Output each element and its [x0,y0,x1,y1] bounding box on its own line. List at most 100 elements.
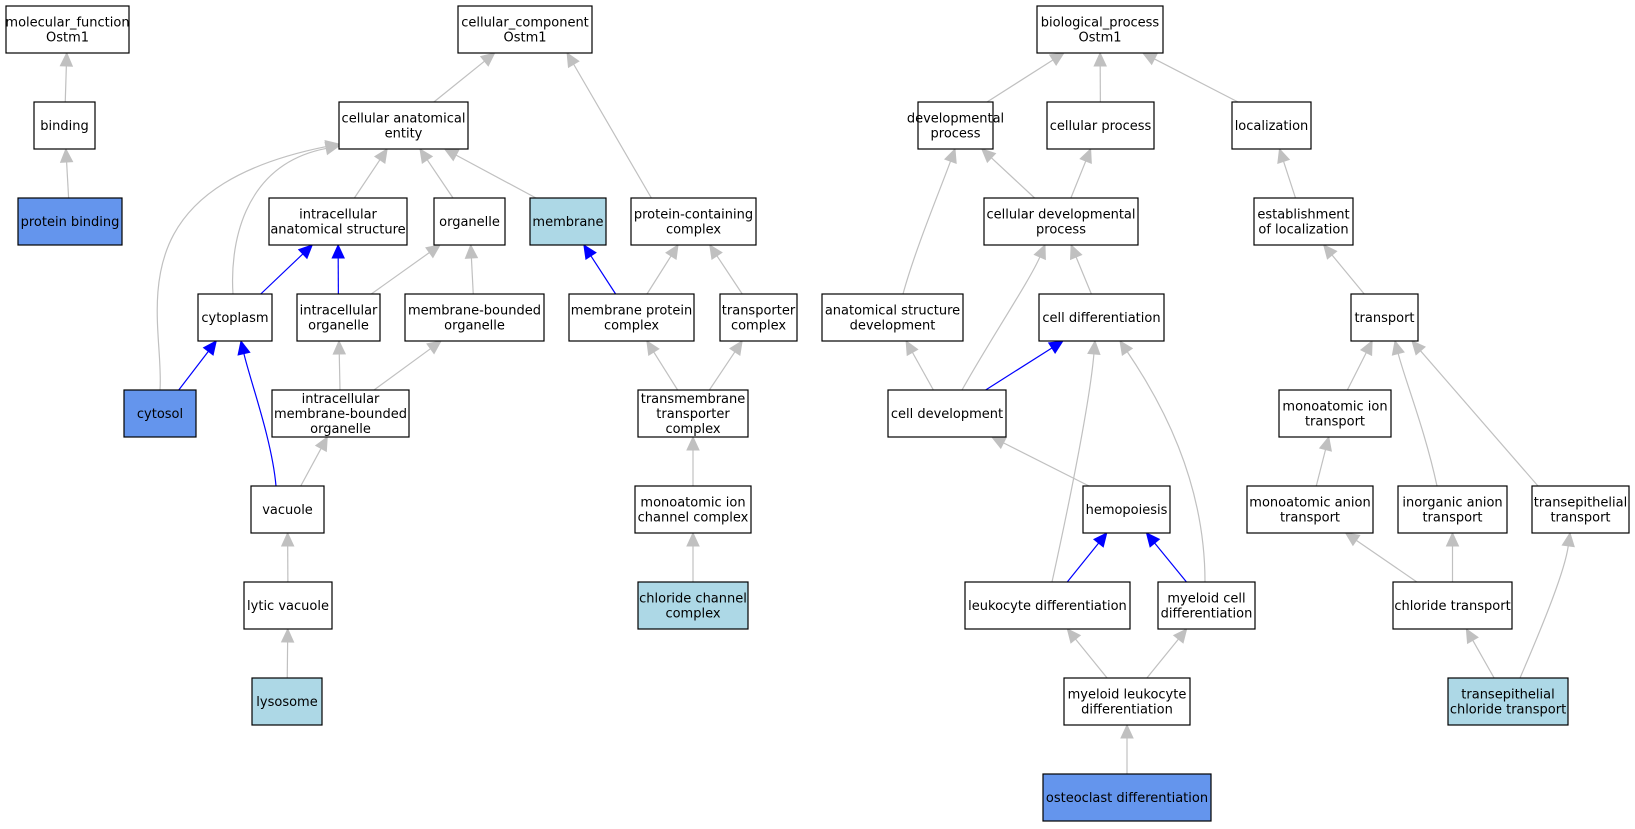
node-box[interactable] [17,197,123,246]
node-box[interactable] [887,389,1007,438]
node-box[interactable] [271,389,410,438]
node-box[interactable] [404,293,545,342]
edge-line [1472,640,1495,679]
edge-arrowhead [419,148,434,164]
node-box[interactable] [719,293,798,342]
node-box[interactable] [457,5,593,54]
node-label: establishment [1257,208,1349,223]
node-lysosome[interactable]: lysosome [251,677,323,726]
node-hemo[interactable]: hemopoiesis [1082,485,1171,534]
node-box[interactable] [964,581,1131,630]
node-box[interactable] [568,293,695,342]
node-cytoplasm[interactable]: cytoplasm [197,293,273,342]
node-box[interactable] [1447,677,1569,726]
node-box[interactable] [33,101,96,150]
node-box[interactable] [983,197,1139,246]
node-transport[interactable]: transport [1350,293,1419,342]
node-box[interactable] [917,101,994,150]
node-label: membrane-bounded [274,407,407,422]
node-loc[interactable]: localization [1231,101,1312,150]
node-binding[interactable]: binding [33,101,96,150]
node-clt[interactable]: chloride transport [1392,581,1513,630]
edge-dp-to-bp [986,52,1065,103]
node-box[interactable] [5,5,130,54]
node-box[interactable] [1246,485,1374,534]
node-box[interactable] [637,581,749,630]
node-box[interactable] [529,197,607,246]
node-box[interactable] [1397,485,1508,534]
node-cytosol[interactable]: cytosol [123,389,197,438]
node-box[interactable] [1392,581,1513,630]
edge-binding-to-mf [59,51,74,103]
edge-line [708,351,736,391]
node-box[interactable] [630,197,757,246]
node-box[interactable] [1350,293,1419,342]
node-box[interactable] [634,485,752,534]
node-box[interactable] [433,197,506,246]
node-box[interactable] [1082,485,1171,534]
edge-line [1075,638,1108,679]
node-box[interactable] [197,293,273,342]
node-cdev[interactable]: cell development [887,389,1007,438]
edge-arrowhead [905,339,919,357]
edge-cdp-to-cp [1070,147,1092,199]
node-od[interactable]: osteoclast differentiation [1042,773,1212,822]
edge-arrowhead [1070,243,1083,261]
node-box[interactable] [338,101,469,150]
node-box[interactable] [637,389,749,438]
node-box[interactable] [1531,485,1630,534]
node-cdiff[interactable]: cell differentiation [1038,293,1165,342]
node-box[interactable] [1038,293,1165,342]
node-box[interactable] [1157,581,1256,630]
node-ld[interactable]: leukocyte differentiation [964,581,1131,630]
node-box[interactable] [251,677,323,726]
node-box[interactable] [821,293,964,342]
node-box[interactable] [1046,101,1155,150]
edge-line [1346,352,1367,391]
node-protein_binding[interactable]: protein binding [17,197,123,246]
node-box[interactable] [123,389,197,438]
node-membrane[interactable]: membrane [529,197,607,246]
node-box[interactable] [1036,5,1164,54]
node-box[interactable] [268,197,408,246]
node-vacuole[interactable]: vacuole [250,485,325,534]
node-box[interactable] [1063,677,1191,726]
node-box[interactable] [1042,773,1212,822]
edge-arrowhead [728,340,743,356]
node-box[interactable] [1253,197,1354,246]
node-box[interactable] [243,581,333,630]
node-box[interactable] [1231,101,1312,150]
node-label: cell differentiation [1042,311,1160,326]
node-organelle[interactable]: organelle [433,197,506,246]
node-box[interactable] [296,293,381,342]
node-box[interactable] [1278,389,1392,438]
node-cp[interactable]: cellular process [1046,101,1155,150]
node-box[interactable] [250,485,325,534]
node-lv[interactable]: lytic vacuole [243,581,333,630]
